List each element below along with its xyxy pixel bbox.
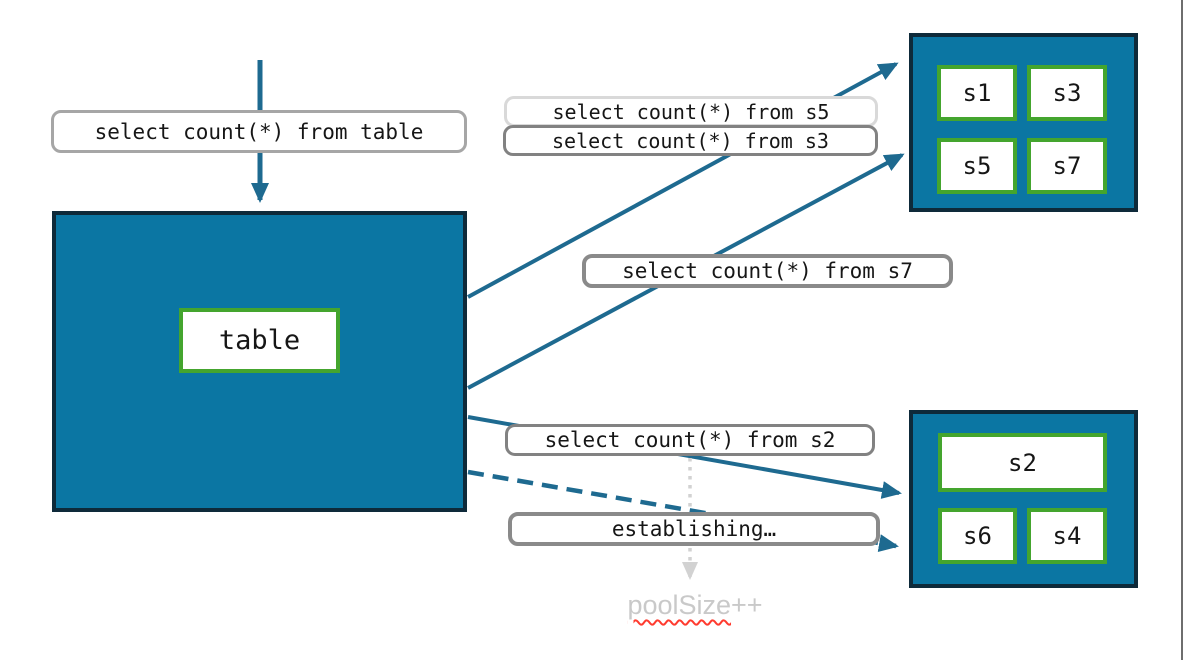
query-label-s2: select count(*) from s2 — [505, 424, 875, 456]
shard-chip-s5: s5 — [937, 138, 1017, 194]
query-label-s5: select count(*) from s5 — [504, 96, 878, 127]
shard-chip-s3: s3 — [1027, 65, 1107, 121]
table-chip: table — [179, 308, 340, 373]
poolsize-word: poolSize — [627, 590, 732, 620]
main-table-box: table — [52, 211, 467, 512]
shard-chip-s7: s7 — [1027, 138, 1107, 194]
shard-chip-s2: s2 — [938, 433, 1107, 492]
shard-group-bottom: s2 s6 s4 — [909, 410, 1138, 588]
query-label-table: select count(*) from table — [51, 110, 467, 153]
query-label-s7: select count(*) from s7 — [582, 254, 953, 288]
shard-chip-s6: s6 — [938, 508, 1017, 564]
establishing-label: establishing… — [508, 512, 880, 546]
shard-chip-s4: s4 — [1027, 508, 1107, 564]
poolsize-annotation: poolSize++ — [600, 590, 790, 621]
shard-chip-s1: s1 — [937, 65, 1017, 121]
poolsize-suffix: ++ — [731, 590, 763, 620]
shard-group-top: s1 s3 s5 s7 — [909, 33, 1138, 212]
query-label-s3: select count(*) from s3 — [503, 125, 878, 156]
slide-right-edge — [1181, 0, 1183, 660]
